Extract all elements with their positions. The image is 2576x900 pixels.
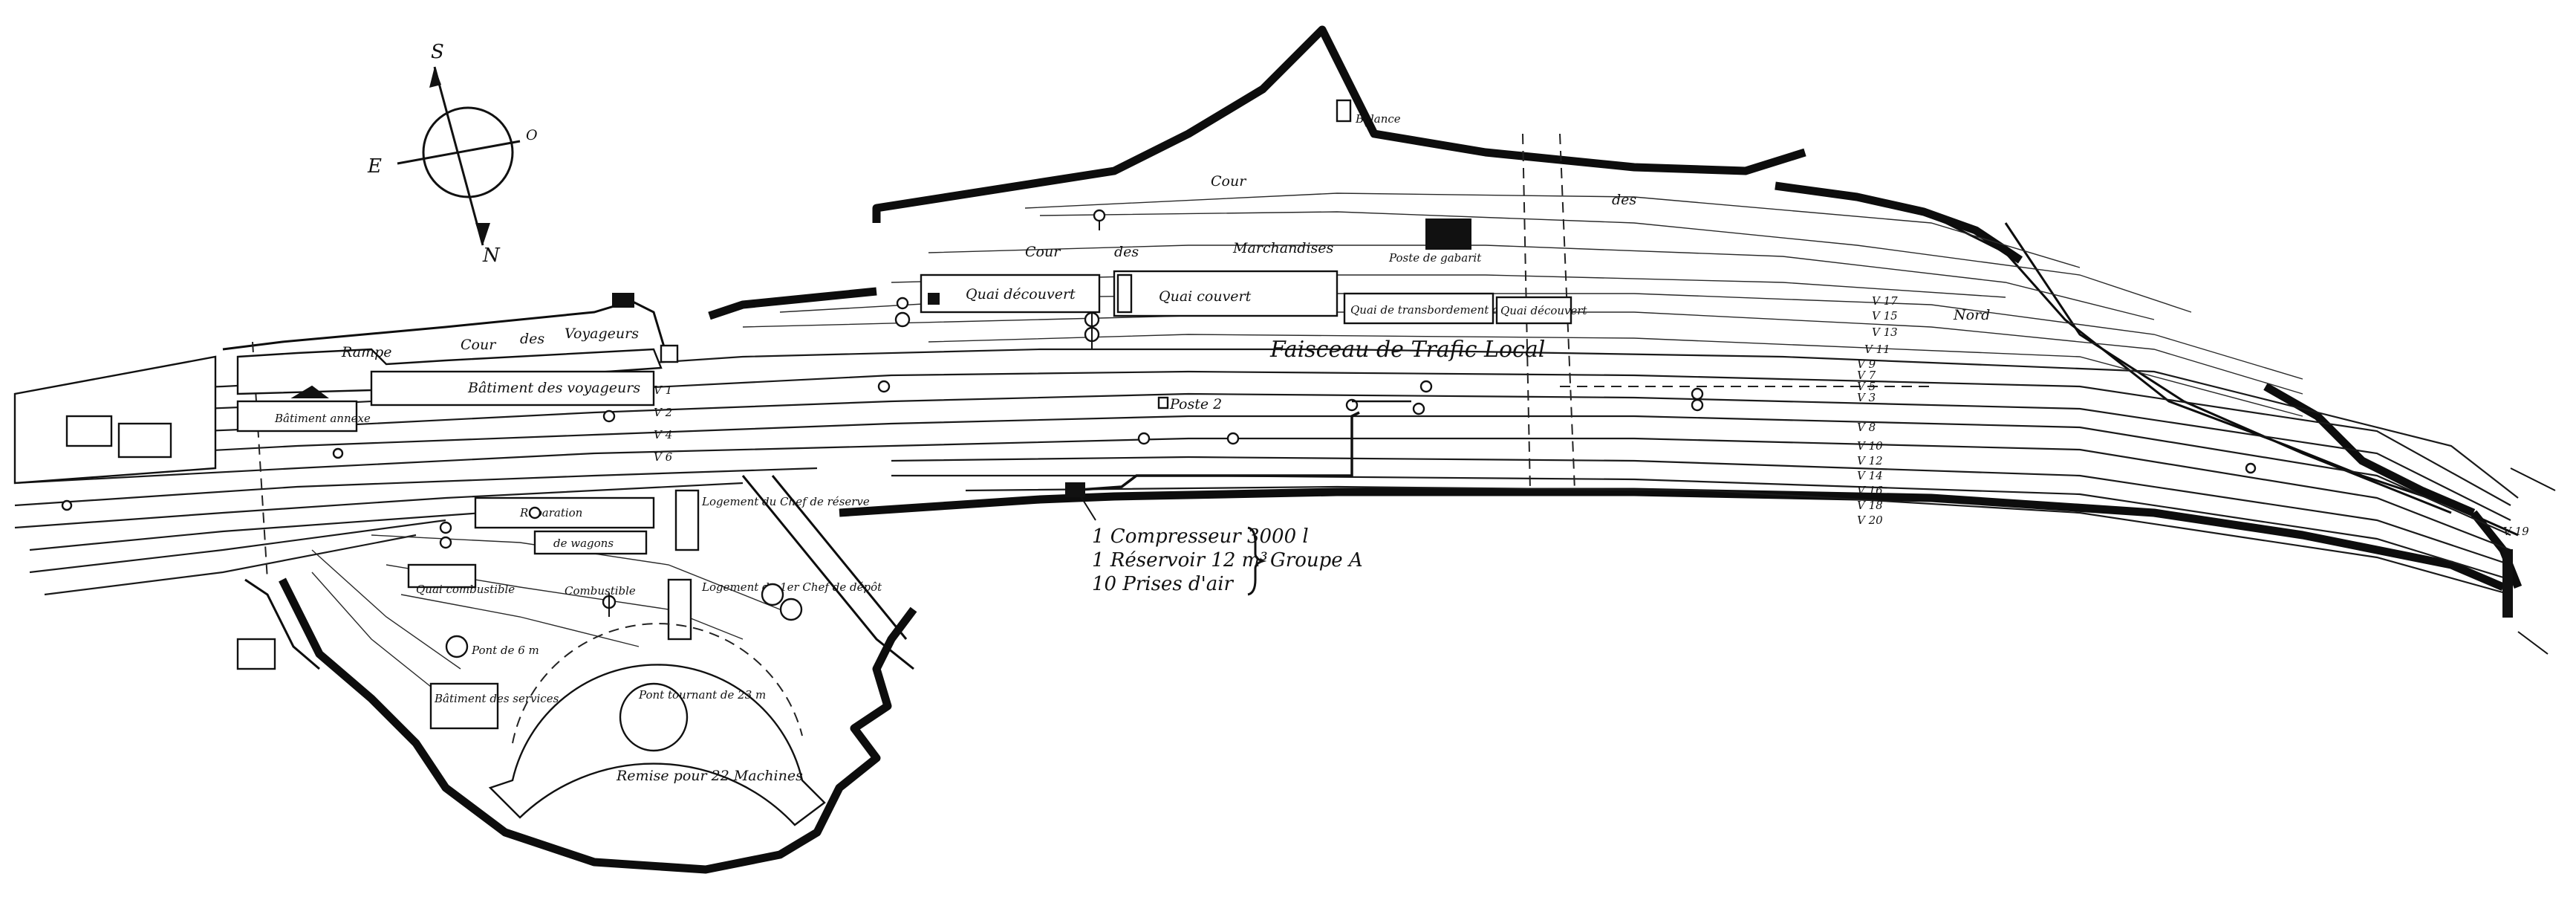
- annexe-roof: [290, 385, 329, 398]
- small-building-west: [236, 638, 276, 670]
- label-combustible-1: Quai combustible: [416, 583, 515, 596]
- label-combustible-2: Combustible: [565, 584, 636, 598]
- water-tower-2: [779, 598, 803, 621]
- label-quai-decouvert-2: Quai découvert: [1500, 304, 1588, 317]
- compass-n: N: [482, 245, 501, 267]
- compass-o: O: [526, 127, 538, 143]
- turntable-23m: [619, 682, 689, 752]
- track-label-v8: V 8: [1857, 421, 1876, 434]
- batiment-voyageurs: [370, 370, 655, 407]
- compressor-box: [1065, 482, 1085, 497]
- track-label-v19: V 19: [2503, 525, 2529, 538]
- small-turntable: [445, 635, 469, 658]
- signals: [61, 209, 2257, 617]
- label-groupe: Groupe A: [1270, 549, 1363, 572]
- label-des: des: [520, 331, 544, 347]
- label-cour-march-3: Marchandises: [1232, 240, 1334, 256]
- track-label-v16: V 16: [1857, 484, 1883, 497]
- label-pont-tournant: Pont tournant de 23 m: [638, 688, 766, 702]
- label-prises: 10 Prises d'air: [1092, 573, 1235, 595]
- track-label-v13: V 13: [1872, 326, 1898, 339]
- tower-block: [612, 293, 634, 308]
- label-quai-transbordement: Quai de transbordement couvert: [1350, 303, 1536, 317]
- label-rampe: Rampe: [341, 344, 392, 360]
- label-logement-chef-2: Logement du 1er Chef de dépôt: [701, 580, 882, 594]
- label-batiment-annexe: Bâtiment annexe: [274, 412, 371, 425]
- quai-decouvert-2: [1495, 296, 1572, 325]
- logement-chef-bld: [674, 489, 700, 551]
- label-cour: Cour: [461, 337, 497, 353]
- track-bundle: [14, 192, 2519, 699]
- track-label-v4: V 4: [654, 428, 672, 441]
- compressor-legend: 1 Compresseur 3000 l 1 Réservoir 12 m³ 1…: [1092, 525, 1363, 596]
- label-quai-couvert: Quai couvert: [1159, 288, 1252, 305]
- label-batiment-voyageurs: Bâtiment des voyageurs: [467, 380, 640, 396]
- town-house-1: [65, 415, 113, 447]
- label-voyageurs: Voyageurs: [565, 326, 639, 342]
- quai-couvert-end: [1116, 273, 1133, 314]
- label-pont-small: Pont de 6 m: [471, 644, 539, 657]
- track-label-v6: V 6: [654, 450, 673, 464]
- label-poste-gabarit: Poste de gabarit: [1388, 251, 1482, 265]
- rotonde: Remise pour 22 Machines Pont tournant de…: [488, 623, 826, 826]
- label-logement-chef-1: Logement du Chef de réserve: [701, 495, 870, 508]
- poste-2-box: [1157, 396, 1169, 409]
- label-compresseur: 1 Compresseur 3000 l: [1092, 525, 1309, 548]
- label-batiment-services: Bâtiment des services: [434, 692, 559, 705]
- track-label-v1: V 1: [654, 383, 672, 397]
- water-tower-1: [761, 583, 784, 606]
- logement-chef-depot-bld: [667, 578, 692, 641]
- label-nord: Nord: [1953, 307, 1990, 323]
- track-label-v15: V 15: [1872, 309, 1898, 323]
- wagons-shed: [533, 530, 648, 555]
- air-pipe: [1069, 411, 1360, 492]
- quai-combustible: [407, 563, 477, 589]
- track-number-labels: V 1 V 2 V 4 V 6 V 17 V 15 V 13 V 11 V 9 …: [654, 294, 2529, 538]
- small-shed: [1336, 99, 1352, 123]
- label-rotonde: Remise pour 22 Machines: [616, 768, 803, 784]
- track-label-v20: V 20: [1857, 514, 1883, 527]
- quai-transbordement: [1343, 292, 1494, 325]
- track-label-v2: V 2: [654, 406, 672, 419]
- track-label-v10: V 10: [1857, 439, 1883, 453]
- compass-s: S: [431, 41, 444, 63]
- label-cour-march-1: Cour: [1211, 173, 1247, 190]
- track-label-v12: V 12: [1857, 454, 1883, 467]
- label-cour-march-b: Cour: [1025, 244, 1061, 260]
- label-cour-march-c: des: [1114, 244, 1139, 260]
- track-label-v5: V 5: [1857, 380, 1876, 393]
- track-label-v18: V 18: [1857, 499, 1883, 512]
- label-faisceau: Faisceau de Trafic Local: [1269, 337, 1545, 363]
- compass-rose: S N E O: [367, 41, 538, 267]
- track-label-v17: V 17: [1872, 294, 1898, 308]
- track-label-v14: V 14: [1857, 469, 1883, 482]
- track-label-v11: V 11: [1864, 343, 1890, 356]
- kiosk: [660, 344, 679, 363]
- track-label-v7: V 7: [1857, 369, 1876, 382]
- quai-decouvert-1: [920, 273, 1101, 314]
- town-block-west: [13, 355, 217, 485]
- label-reservoir: 1 Réservoir 12 m³: [1092, 549, 1268, 572]
- east-end: [2502, 467, 2556, 655]
- track-label-v9: V 9: [1857, 357, 1876, 371]
- town-house-2: [117, 422, 172, 459]
- reparation-shed: [474, 496, 655, 529]
- track-label-v3: V 3: [1857, 391, 1876, 404]
- north-arrow-icon: [475, 223, 490, 245]
- crane-block: [1425, 218, 1471, 250]
- quai-couvert: [1113, 270, 1339, 317]
- label-poste-2: Poste 2: [1169, 396, 1222, 412]
- label-cour-march-2: des: [1612, 192, 1636, 208]
- batiment-services: [429, 682, 499, 730]
- compass-e: E: [367, 155, 382, 178]
- label-balance: Balance: [1355, 112, 1401, 126]
- batiment-annexe: [236, 400, 358, 433]
- label-wagons: de wagons: [553, 537, 614, 550]
- label-quai-decouvert-1: Quai découvert: [966, 286, 1076, 302]
